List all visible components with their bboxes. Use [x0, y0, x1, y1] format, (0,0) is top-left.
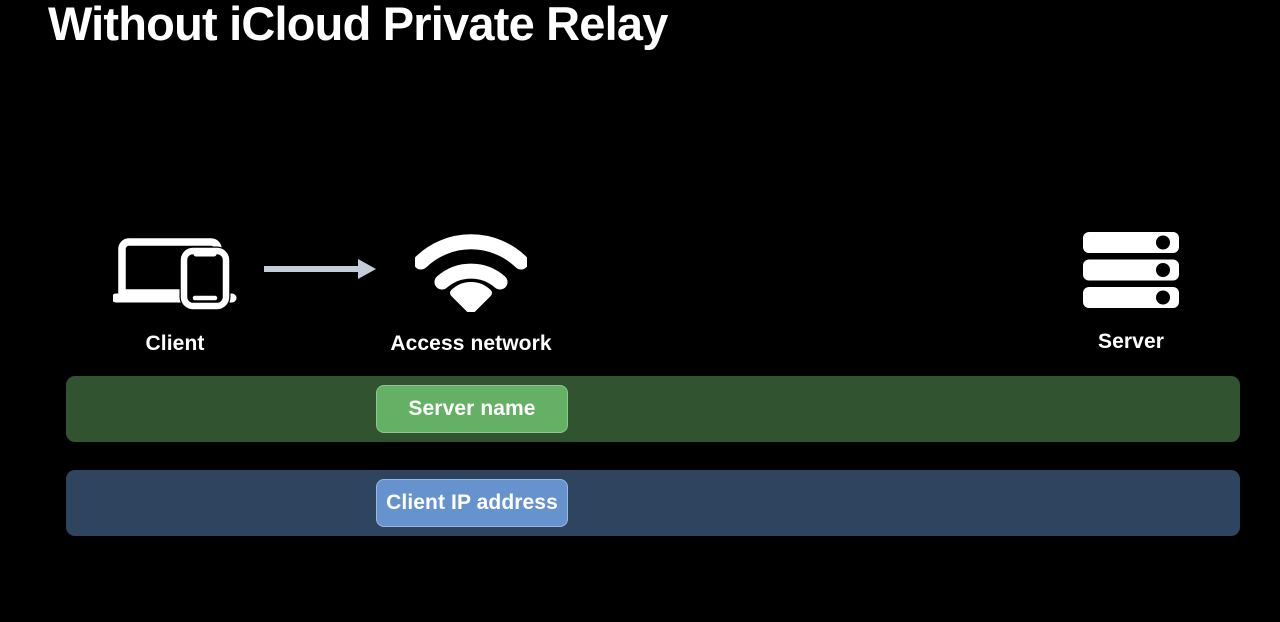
diagram-node-row: Client Access network [0, 210, 1280, 360]
server-rack-icon [1051, 222, 1211, 318]
laptop-and-phone-icon [95, 224, 255, 320]
data-track-server-name: Server name [66, 376, 1240, 442]
data-pill-client-ip-address: Client IP address [376, 479, 568, 527]
data-track-client-ip: Client IP address [66, 470, 1240, 536]
diagram-node-label-server: Server [1098, 330, 1164, 353]
page-title: Without iCloud Private Relay [48, 0, 668, 50]
diagram-node-label-access-network: Access network [390, 332, 552, 355]
diagram-node-client: Client [95, 224, 255, 356]
wifi-icon [371, 224, 571, 320]
diagram-node-server: Server [1051, 222, 1211, 354]
diagram-node-label-client: Client [145, 332, 205, 355]
diagram-node-access-network: Access network [371, 224, 571, 356]
arrow-right-icon [264, 258, 376, 280]
data-pill-server-name: Server name [376, 385, 568, 433]
